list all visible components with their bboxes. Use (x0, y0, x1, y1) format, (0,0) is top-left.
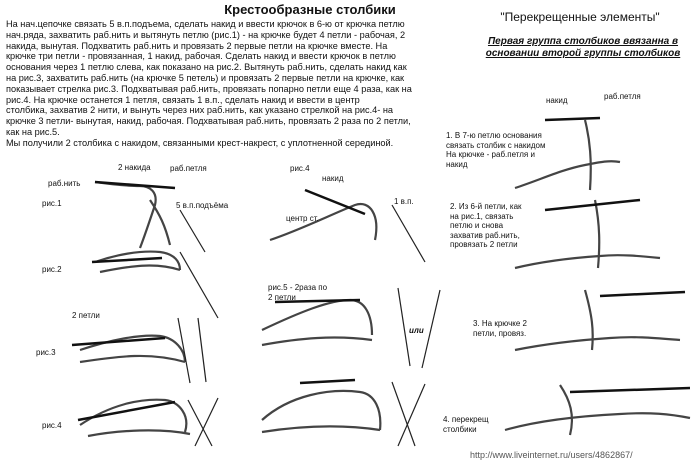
label-ris4: рис.4 (42, 421, 62, 430)
label-right-rab-petlya: раб.петля (604, 92, 641, 101)
label-right-nakid: накид (546, 96, 568, 105)
label-ris1: рис.1 (42, 199, 62, 208)
middle-figure-6-drawing (261, 378, 426, 447)
section-subtitle: Первая группа столбиков ввязанна в основ… (485, 36, 681, 59)
label-ili: или (409, 326, 424, 335)
label-mid-ris4: рис.4 (290, 164, 310, 173)
label-mid-nakid: накид (322, 174, 344, 183)
middle-figure-5-drawing (261, 287, 441, 369)
right-figure-4-drawing (504, 384, 691, 436)
label-2-nakida: 2 накида (118, 163, 151, 172)
label-ris3: рис.3 (36, 348, 56, 357)
step-1: 1. В 7-ю петлю основания связать столбик… (446, 131, 546, 169)
figure-4-drawing (77, 397, 219, 447)
label-1-vp: 1 в.п. (394, 197, 414, 206)
label-2-petli: 2 петли (72, 311, 100, 320)
label-ris5: рис.5 - 2раза по 2 петли (268, 283, 328, 302)
step-4: 4. перекрещ столбики (443, 415, 489, 434)
label-ris2: рис.2 (42, 265, 62, 274)
section-title: "Перекрещенные элементы" (500, 10, 660, 24)
label-5-vp: 5 в.п.подъёма (176, 201, 229, 210)
label-centr-st: центр ст. (286, 214, 319, 223)
page-title: Крестообразные столбики (224, 2, 396, 17)
step-2: 2. Из 6-й петли, как на рис.1, связать п… (450, 202, 522, 249)
right-figure-3-drawing (514, 289, 686, 352)
watermark: http://www.liveinternet.ru/users/4862867… (470, 450, 633, 460)
label-rab-petlya: раб.петля (170, 164, 207, 173)
figure-1-drawing (94, 180, 206, 253)
figure-3-drawing (71, 317, 207, 384)
instructions-paragraph: На нач.цепочке связать 5 в.п.подъема, сд… (6, 19, 412, 148)
right-figure-1-drawing (514, 116, 621, 191)
right-figure-2-drawing (514, 198, 661, 270)
figure-2-drawing (91, 250, 219, 319)
middle-figure-4-drawing (269, 188, 426, 263)
label-rab-nit: раб.нить (48, 179, 81, 188)
step-3: 3. На крючке 2 петли, провяз. (473, 319, 527, 338)
